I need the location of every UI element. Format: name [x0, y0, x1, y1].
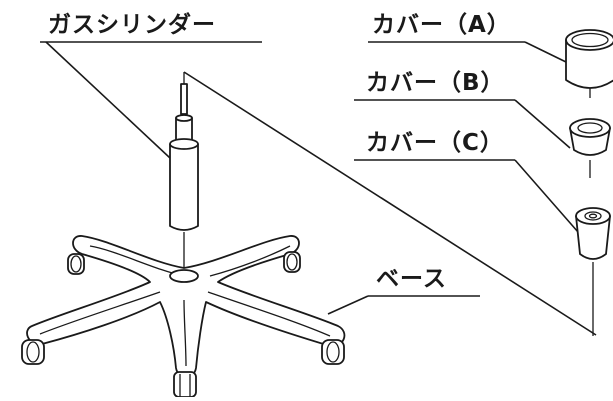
- gas-cylinder-leader: [45, 41, 171, 159]
- caster-back-left: [67, 253, 85, 275]
- cover-b-label: カバー（B）: [366, 70, 505, 96]
- cover-a-part: [565, 29, 613, 89]
- caster-front-right: [321, 339, 345, 365]
- leader-lines: [40, 41, 597, 336]
- assembly-connector-line: [183, 71, 597, 336]
- gas-cylinder-label: ガスシリンダー: [48, 12, 216, 38]
- base-label: ベース: [376, 266, 447, 292]
- cover-c-part: [575, 207, 611, 260]
- cover-c-leader: [514, 159, 579, 233]
- caster-front-center: [173, 371, 197, 398]
- gas-cylinder-part: [169, 83, 199, 231]
- caster-front-left: [21, 339, 45, 365]
- cover-a-label: カバー（A）: [372, 12, 511, 38]
- cover-b-part: [569, 118, 611, 156]
- base-leader: [327, 295, 369, 315]
- cover-a-leader: [524, 41, 567, 63]
- casters: [21, 251, 345, 398]
- caster-back-right: [283, 251, 301, 273]
- cover-b-leader: [514, 99, 571, 149]
- cover-c-label: カバー（C）: [366, 130, 504, 156]
